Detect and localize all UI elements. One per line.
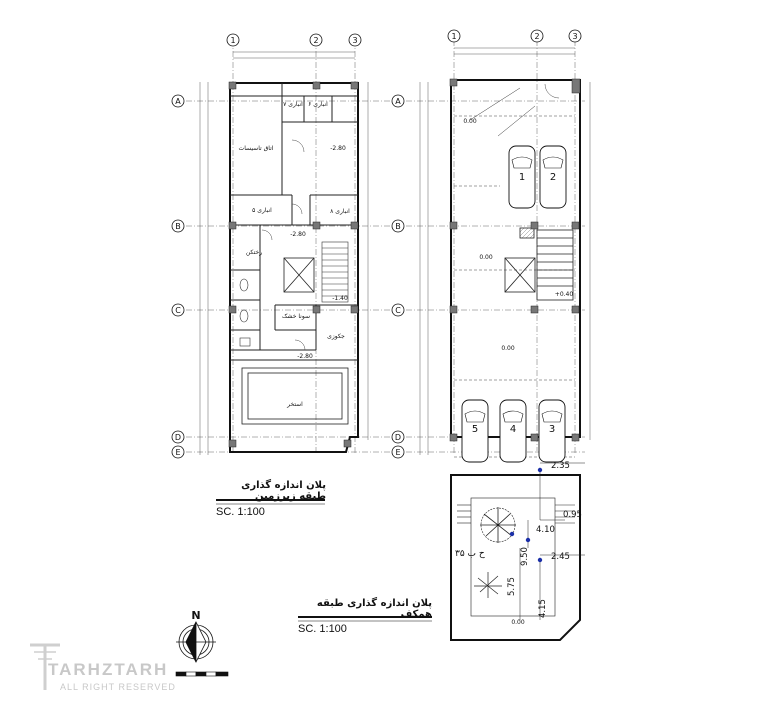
ground-columns — [449, 78, 581, 442]
yard-text: ح ب ۳۵ — [455, 549, 485, 559]
yard-garden — [457, 497, 575, 617]
room-label-storage-6: انباری ۶ — [308, 101, 328, 108]
axis-label-1: 1 — [230, 36, 235, 45]
north-label: N — [191, 609, 200, 622]
parking-cars — [461, 145, 567, 463]
scale-bar — [175, 671, 229, 677]
axis-label-c: C — [395, 306, 401, 315]
level-mark: -1.40 — [332, 295, 348, 302]
basement-inner-walls — [230, 83, 358, 361]
level-mark: 0.00 — [479, 254, 493, 261]
axis-label-3: 3 — [352, 36, 357, 45]
parking-number-4: 4 — [510, 424, 516, 435]
dim-2-45: 2.45 — [551, 552, 570, 562]
car-windshields — [464, 156, 564, 423]
level-mark: -2.80 — [297, 353, 313, 360]
ground-core — [504, 227, 574, 301]
ground-ramp — [469, 87, 536, 137]
dimension-lines — [199, 47, 591, 455]
basement-outer-walls — [229, 82, 359, 453]
basement-columns — [228, 81, 359, 448]
room-label-changing-room: رختکن — [246, 249, 262, 256]
parking-number-1: 1 — [519, 172, 525, 183]
room-label-pool: استخر — [286, 401, 303, 408]
ground-floor-plan: 1 2 5 4 3 — [449, 78, 585, 641]
level-mark: 0.00 — [511, 619, 525, 626]
basement-plan-title: پلان اندازه گذاری طبقه زیرزمین — [241, 480, 326, 502]
watermark-rights: ALL RIGHT RESERVED — [60, 682, 176, 692]
dimension-dots — [509, 467, 543, 563]
axis-label-d: D — [175, 433, 181, 442]
basement-plan: انباری ۷ انباری ۶ انباری ۵ انباری ۸ اتاق… — [228, 81, 359, 453]
ground-plan-title: پلان اندازه گذاری طبقه همکف — [316, 598, 432, 620]
basement-pool — [241, 367, 349, 425]
axis-label-e: E — [175, 448, 180, 457]
title-underlines — [216, 499, 432, 622]
parking-number-5: 5 — [472, 424, 478, 435]
axis-label-b: B — [395, 222, 401, 231]
level-mark: 0.00 — [463, 118, 477, 125]
axis-label-a: A — [175, 97, 181, 106]
axis-label-2: 2 — [534, 32, 539, 41]
level-mark: -2.80 — [290, 231, 306, 238]
yard-dimension-lines — [519, 462, 585, 620]
axis-label-2: 2 — [313, 36, 318, 45]
dim-4-15: 4.15 — [538, 599, 548, 618]
room-label-mechanical-room: اتاق تاسیسات — [239, 145, 274, 152]
dim-5-75: 5.75 — [507, 577, 517, 596]
axis-label-d: D — [395, 433, 401, 442]
dim-9-50: 9.50 — [520, 547, 530, 566]
dim-0-95: 0.95 — [563, 510, 582, 520]
axis-bubbles — [171, 29, 582, 459]
ground-door — [544, 83, 560, 99]
grid-axes — [186, 40, 585, 455]
dim-4-10: 4.10 — [536, 525, 555, 535]
level-mark: 0.00 — [501, 345, 515, 352]
watermark-brand: TARHZTARH — [48, 660, 169, 679]
basement-elevator — [283, 257, 315, 293]
room-label-storage-7: انباری ۷ — [283, 101, 303, 108]
room-label-dry-sauna: سونا خشک — [282, 313, 310, 320]
level-mark: -2.80 — [330, 145, 346, 152]
level-mark: +0.40 — [555, 291, 574, 298]
axis-label-b: B — [175, 222, 181, 231]
room-label-storage-5: انباری ۵ — [252, 207, 272, 214]
axis-label-a: A — [395, 97, 401, 106]
basement-plan-scale: SC. 1:100 — [216, 506, 265, 518]
dim-2-35: 2.35 — [551, 461, 570, 471]
basement-doors — [261, 139, 306, 351]
watermark-logo — [30, 643, 60, 690]
room-label-storage-8: انباری ۸ — [330, 208, 350, 215]
basement-fixtures — [239, 278, 251, 347]
parking-number-3: 3 — [549, 424, 555, 435]
axis-label-e: E — [395, 448, 400, 457]
ground-outer-walls — [450, 79, 581, 641]
axis-label-1: 1 — [451, 32, 456, 41]
axis-label-3: 3 — [572, 32, 577, 41]
axis-label-c: C — [175, 306, 181, 315]
parking-number-2: 2 — [550, 172, 556, 183]
ground-plan-scale: SC. 1:100 — [298, 623, 347, 635]
room-label-jacuzzi: جکوزی — [327, 333, 345, 340]
basement-stairs — [321, 241, 349, 303]
north-arrow-icon — [176, 621, 216, 663]
